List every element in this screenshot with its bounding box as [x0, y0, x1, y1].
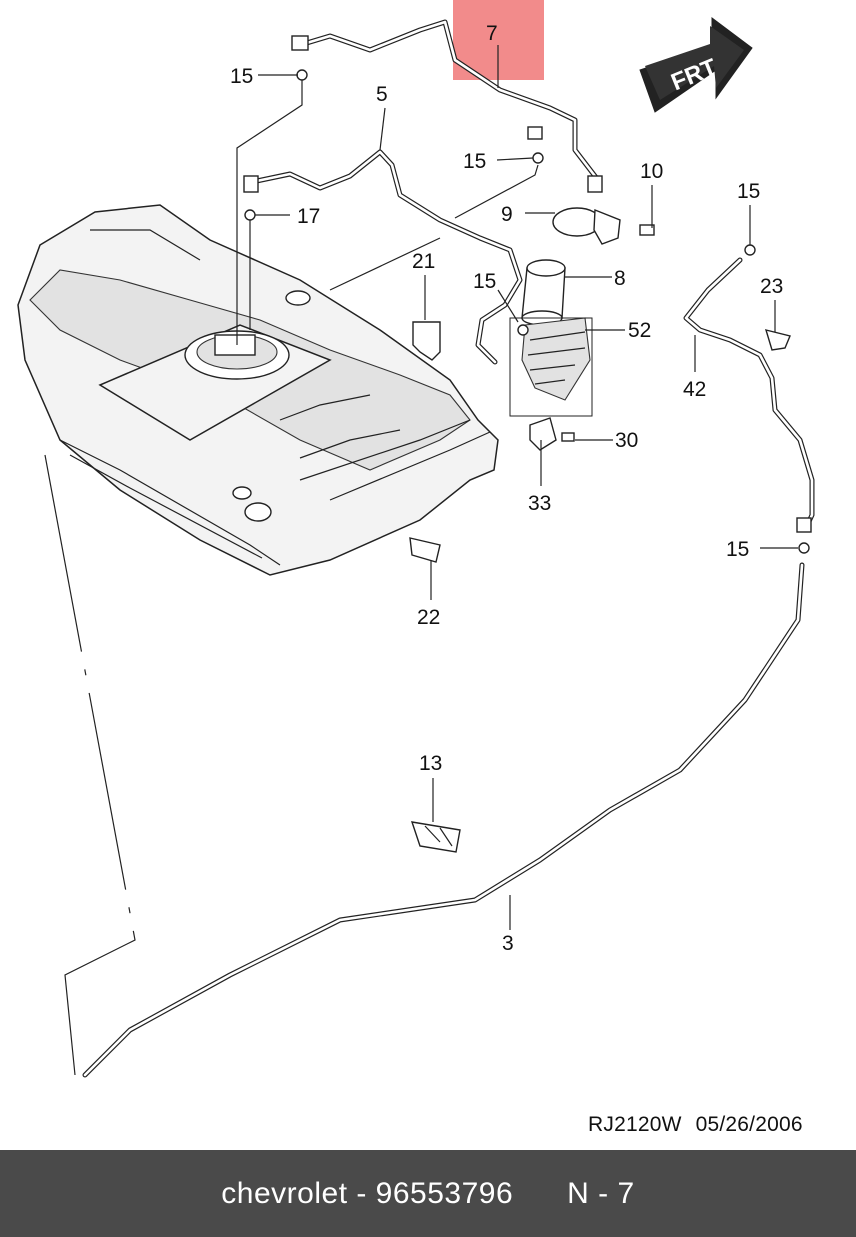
fuel-filter [521, 259, 566, 326]
clip-13 [410, 821, 461, 853]
callout-9: 9 [501, 203, 513, 226]
callout-23: 23 [760, 275, 783, 298]
callout-17: 17 [297, 205, 320, 228]
pipe-42 [683, 257, 815, 533]
clip-15-e [798, 542, 810, 554]
diagram-reference: RJ2120W 05/26/2006 [588, 1113, 817, 1137]
reference-date: 05/26/2006 [695, 1113, 803, 1136]
pipe-7 [291, 19, 603, 193]
footer-bar: chevrolet - 96553796 N - 7 [0, 1150, 856, 1237]
clip-22 [409, 537, 441, 563]
callout-15-c: 15 [737, 180, 760, 203]
reference-code: RJ2120W [588, 1113, 682, 1136]
callout-10: 10 [640, 160, 663, 183]
callout-22: 22 [417, 606, 440, 629]
fuel-tank [17, 204, 499, 576]
pipe-3 [82, 562, 805, 1078]
callout-13: 13 [419, 752, 442, 775]
leader-lines [236, 45, 798, 930]
callout-7: 7 [486, 22, 498, 45]
clip-15-a [296, 69, 308, 81]
callout-15-d: 15 [473, 270, 496, 293]
filter-bracket [552, 207, 655, 245]
pipe-5 [243, 149, 523, 365]
callout-42: 42 [683, 378, 706, 401]
callout-3: 3 [502, 932, 514, 955]
callout-15-a: 15 [230, 65, 253, 88]
callout-15-e: 15 [726, 538, 749, 561]
clip-17 [244, 209, 256, 221]
bracket-33 [529, 417, 575, 451]
clip-15-d [517, 324, 529, 336]
front-arrow-icon: FRT [639, 17, 753, 113]
callout-8: 8 [614, 267, 626, 290]
callout-21: 21 [412, 250, 435, 273]
fuel-system-diagram: FRT [17, 0, 815, 1078]
callout-15-b: 15 [463, 150, 486, 173]
callout-30: 30 [615, 429, 638, 452]
footer-page-label: N - 7 [567, 1176, 635, 1210]
clip-15-b [532, 152, 544, 164]
callout-33: 33 [528, 492, 551, 515]
clip-23 [764, 329, 791, 351]
callout-52: 52 [628, 319, 651, 342]
clip-15-c [744, 244, 756, 256]
callout-5: 5 [376, 83, 388, 106]
clip-21 [412, 321, 441, 361]
filter-shield [509, 317, 593, 417]
footer-part-label: chevrolet - 96553796 [221, 1176, 514, 1210]
